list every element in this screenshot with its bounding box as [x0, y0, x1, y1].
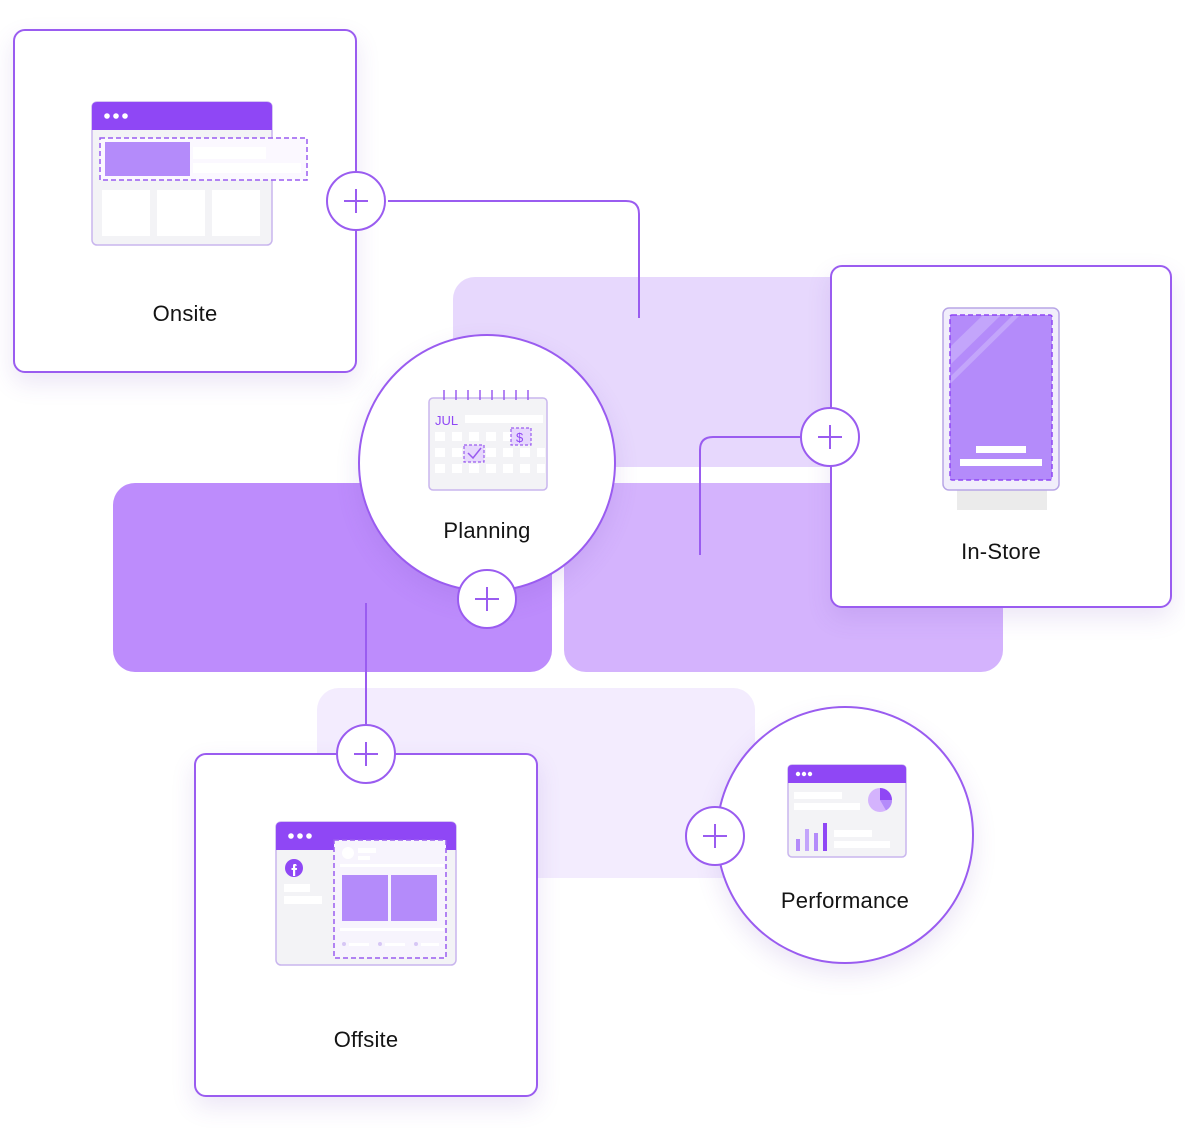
plus-icon [703, 824, 727, 848]
plus-icon [354, 742, 378, 766]
onsite-add-button[interactable] [326, 171, 386, 231]
offsite-label: Offsite [333, 1027, 399, 1052]
planning-node[interactable]: JUL $ Planning [358, 334, 616, 592]
instore-label: In-Store [961, 539, 1041, 564]
performance-add-button[interactable] [685, 806, 745, 866]
connector-instore-planning [699, 436, 800, 555]
calendar-currency-text: $ [516, 430, 524, 445]
digital-screen-icon [942, 307, 1060, 510]
calendar-month-text: JUL [435, 413, 458, 428]
offsite-card[interactable]: Offsite [194, 753, 538, 1097]
social-feed-icon [275, 821, 457, 966]
plus-icon [475, 587, 499, 611]
planning-add-button[interactable] [457, 569, 517, 629]
instore-add-button[interactable] [800, 407, 860, 467]
offsite-add-button[interactable] [336, 724, 396, 784]
connector-onsite-planning [388, 200, 640, 318]
planning-label: Planning [443, 518, 531, 543]
website-banner-icon [91, 101, 308, 246]
performance-label: Performance [780, 888, 910, 913]
onsite-label: Onsite [152, 301, 218, 326]
plus-icon [344, 189, 368, 213]
instore-card[interactable]: In-Store [830, 265, 1172, 608]
analytics-dashboard-icon [787, 764, 907, 858]
onsite-card[interactable]: Onsite [13, 29, 357, 373]
performance-node[interactable]: Performance [716, 706, 974, 964]
plus-icon [818, 425, 842, 449]
calendar-icon: JUL $ [428, 390, 548, 491]
